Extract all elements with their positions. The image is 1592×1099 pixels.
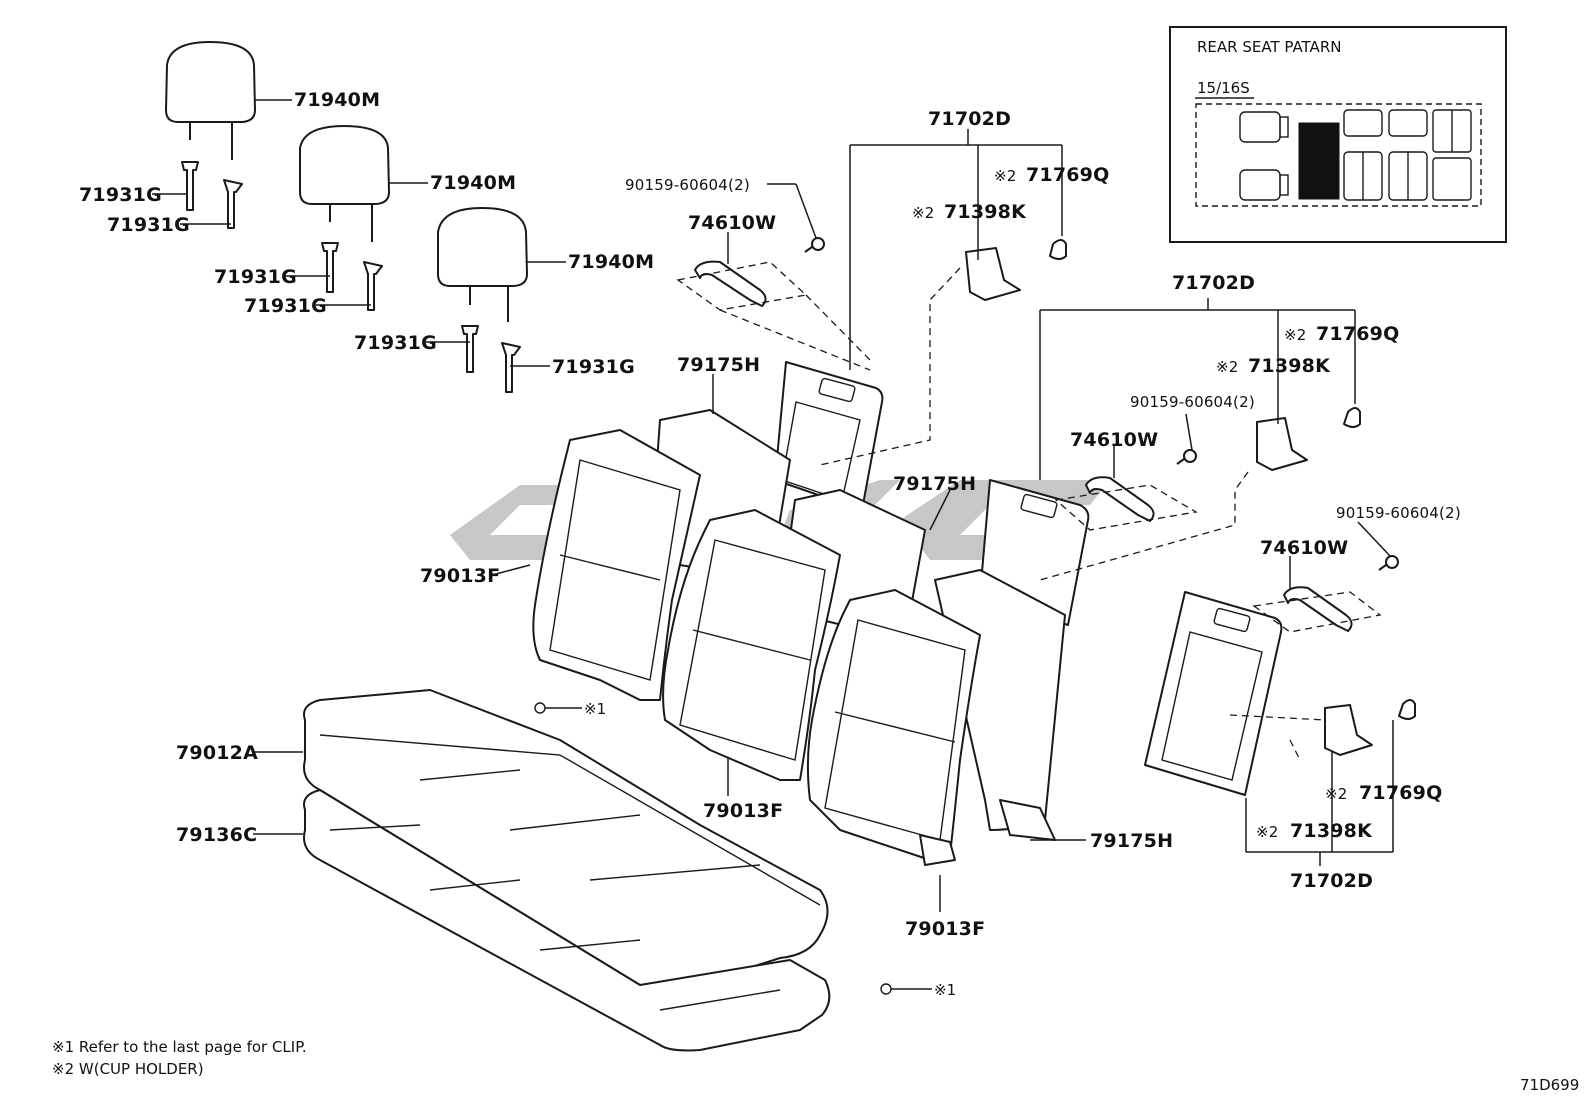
label-back-board-1: 79175H bbox=[677, 354, 760, 376]
figure-id: 71D699 bbox=[1520, 1076, 1579, 1094]
label-guide-3: 71931G bbox=[214, 266, 297, 288]
seat-cushion-cover bbox=[303, 689, 829, 991]
label-bracket-top: 71702D bbox=[928, 108, 1011, 130]
label-hinge-top-mark: ※2 bbox=[912, 204, 935, 222]
label-cushion-cover: 79012A bbox=[176, 742, 258, 764]
bracket-frame-top bbox=[849, 129, 1063, 370]
label-headrest-1: 71940M bbox=[294, 89, 380, 111]
highlighted-seat-block bbox=[1298, 122, 1340, 200]
label-cover-top: 71769Q bbox=[1026, 164, 1109, 186]
label-cushion-pad: 79136C bbox=[176, 824, 257, 846]
bracket-frame-mid bbox=[1039, 298, 1356, 480]
hinge-brackets bbox=[965, 247, 1373, 756]
label-cover-bottom: 71769Q bbox=[1359, 782, 1442, 804]
label-guide-1: 71931G bbox=[79, 184, 162, 206]
headrest-2 bbox=[299, 125, 390, 242]
pattern-box-title: REAR SEAT PATARN bbox=[1197, 38, 1341, 56]
label-hinge-bottom: 71398K bbox=[1290, 820, 1373, 842]
part-labels: 71940M 71940M 71940M 71931G 71931G 71931… bbox=[79, 89, 1461, 999]
footnotes: ※1 Refer to the last page for CLIP. ※2 W… bbox=[52, 1038, 307, 1078]
seatback-cover-2 bbox=[662, 489, 926, 781]
label-clip-2: ※1 bbox=[934, 981, 956, 999]
label-headrest-3: 71940M bbox=[568, 251, 654, 273]
label-handle-top: 74610W bbox=[688, 212, 776, 234]
dashed-guides bbox=[676, 261, 1382, 761]
label-guide-5: 71931G bbox=[354, 332, 437, 354]
label-bolt-mid: 90159-60604(2) bbox=[1130, 393, 1255, 411]
footnote-1: ※1 Refer to the last page for CLIP. bbox=[52, 1038, 307, 1056]
rear-seat-pattern-box: REAR SEAT PATARN 15/16S bbox=[1169, 26, 1507, 243]
label-cover-mid: 71769Q bbox=[1316, 323, 1399, 345]
seatback-board-right bbox=[1144, 591, 1283, 796]
headrest-3 bbox=[437, 207, 528, 322]
label-hinge-bottom-mark: ※2 bbox=[1256, 823, 1279, 841]
label-guide-6: 71931G bbox=[552, 356, 635, 378]
label-back-board-2: 79175H bbox=[893, 473, 976, 495]
label-hinge-mid: 71398K bbox=[1248, 355, 1331, 377]
covers bbox=[1049, 239, 1416, 720]
label-back-cover-3: 79013F bbox=[905, 918, 985, 940]
seatback-cover-3 bbox=[806, 569, 1066, 866]
clips bbox=[534, 702, 932, 995]
handle-right bbox=[1283, 586, 1353, 632]
label-guide-4: 71931G bbox=[244, 295, 327, 317]
label-handle-right: 74610W bbox=[1260, 537, 1348, 559]
handle-left bbox=[694, 260, 767, 307]
seat-cushion-pad bbox=[303, 789, 831, 1052]
label-cover-top-mark: ※2 bbox=[994, 167, 1017, 185]
bolts bbox=[804, 237, 1399, 571]
bracket-frame-bottom bbox=[1245, 720, 1394, 866]
label-hinge-mid-mark: ※2 bbox=[1216, 358, 1239, 376]
label-headrest-2: 71940M bbox=[430, 172, 516, 194]
label-bracket-bottom: 71702D bbox=[1290, 870, 1373, 892]
label-back-board-3: 79175H bbox=[1090, 830, 1173, 852]
handle-middle bbox=[1085, 476, 1155, 522]
headrest-guides bbox=[181, 161, 521, 393]
label-bolt-top: 90159-60604(2) bbox=[625, 176, 750, 194]
label-back-cover-2: 79013F bbox=[703, 800, 783, 822]
label-handle-mid: 74610W bbox=[1070, 429, 1158, 451]
pattern-variant: 15/16S bbox=[1197, 79, 1250, 97]
label-clip-1: ※1 bbox=[584, 700, 606, 718]
label-guide-2: 71931G bbox=[107, 214, 190, 236]
label-bolt-right: 90159-60604(2) bbox=[1336, 504, 1461, 522]
leader-lines bbox=[152, 99, 1391, 912]
label-cover-mid-mark: ※2 bbox=[1284, 326, 1307, 344]
label-cover-bottom-mark: ※2 bbox=[1325, 785, 1348, 803]
headrest-1 bbox=[165, 41, 256, 160]
label-bracket-mid: 71702D bbox=[1172, 272, 1255, 294]
label-hinge-top: 71398K bbox=[944, 201, 1027, 223]
footnote-2: ※2 W(CUP HOLDER) bbox=[52, 1060, 204, 1078]
seatback-board-left bbox=[774, 361, 884, 511]
label-back-cover-1: 79013F bbox=[420, 565, 500, 587]
